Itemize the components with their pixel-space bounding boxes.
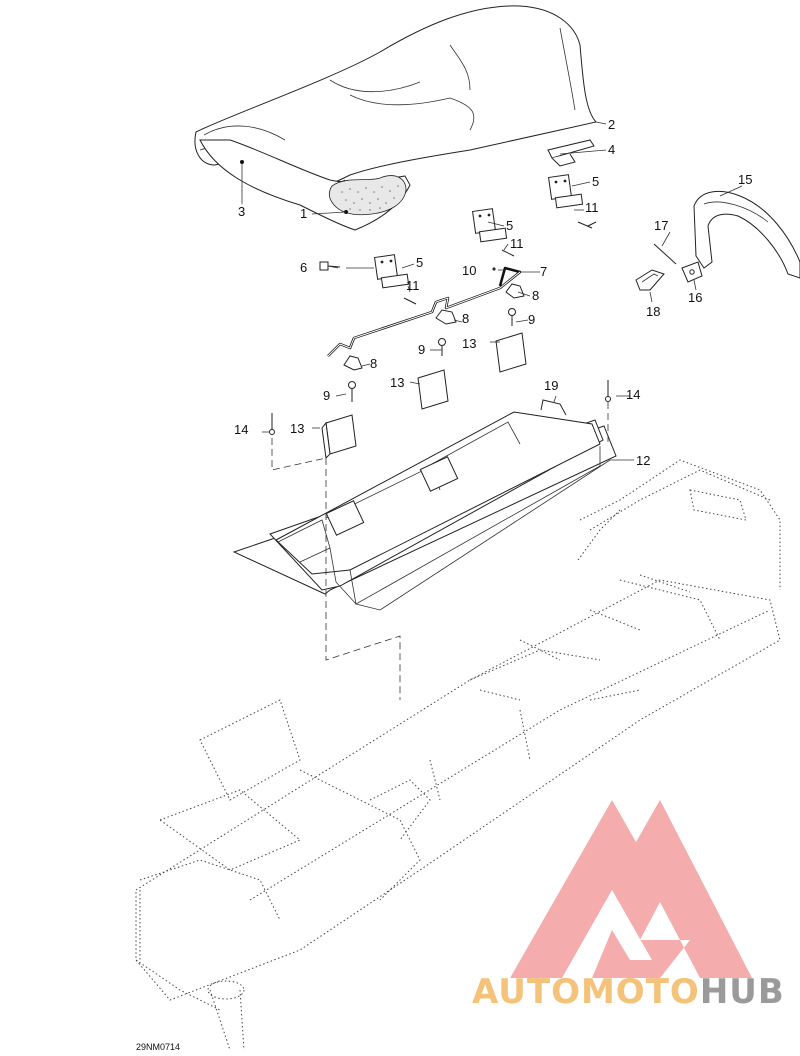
callout-label: 8	[370, 356, 377, 371]
callout-label: 12	[636, 453, 650, 468]
callout-label: 9	[418, 342, 425, 357]
clip-part-8	[343, 283, 525, 371]
triangle-logo-icon	[510, 800, 752, 978]
handle-mount-parts	[635, 243, 703, 291]
callout-label: 13	[390, 375, 404, 390]
callout-label: 11	[406, 278, 420, 293]
watermark-text-part1: AUTOMOTO	[472, 972, 700, 1012]
seat-strip-part	[547, 139, 595, 167]
hinge-part-center	[472, 208, 508, 243]
callout-label: 4	[608, 142, 615, 157]
callout-label: 5	[416, 255, 423, 270]
screw-part-9	[348, 308, 516, 402]
callout-label: 5	[592, 174, 599, 189]
callout-label: 6	[300, 260, 307, 275]
screw-part-11	[403, 221, 597, 305]
callout-label: 18	[646, 304, 660, 319]
callout-label: 11	[585, 200, 599, 215]
hinge-part-left	[374, 254, 410, 289]
callout-label: 13	[290, 421, 304, 436]
callout-label: 16	[688, 290, 702, 305]
callout-label: 15	[738, 172, 752, 187]
callout-label: 9	[323, 388, 330, 403]
storage-tray-part	[232, 411, 617, 611]
callout-label: 9	[528, 312, 535, 327]
callout-label: 3	[238, 204, 245, 219]
chassis-frame	[135, 459, 781, 1051]
callout-label: 5	[506, 218, 513, 233]
watermark-text-part2: HUB	[700, 972, 785, 1012]
bracket-part-13	[321, 332, 527, 460]
callout-label: 17	[654, 218, 668, 233]
callout-label: 1	[300, 206, 307, 221]
callout-label: 11	[510, 236, 524, 251]
callout-label: 10	[462, 263, 476, 278]
callout-label: 14	[234, 422, 248, 437]
callout-label: 2	[608, 117, 615, 132]
hinge-part-right	[548, 174, 584, 209]
wire-rod-part	[327, 266, 522, 357]
callout-label: 14	[626, 387, 640, 402]
callout-label: 8	[532, 288, 539, 303]
staple-part-19	[540, 399, 567, 416]
small-nut-part	[492, 267, 496, 271]
rivet-part-14	[269, 380, 611, 435]
callout-label: 8	[462, 311, 469, 326]
drawing-reference-code: 29NM0714	[136, 1042, 180, 1052]
callout-label: 19	[544, 378, 558, 393]
callout-labels: 2 4 5 15 3 1 5 11 11 17 6 5 10 7 11 16 8…	[234, 117, 752, 468]
callout-label: 7	[540, 264, 547, 279]
callout-label: 13	[462, 336, 476, 351]
seat-assembly	[194, 5, 597, 231]
leader-lines	[241, 121, 743, 461]
alignment-lines	[271, 402, 609, 700]
grab-handle-part	[693, 190, 800, 279]
automotohub-watermark-logo	[510, 800, 752, 978]
watermark-text: AUTOMOTOHUB	[472, 972, 785, 1012]
